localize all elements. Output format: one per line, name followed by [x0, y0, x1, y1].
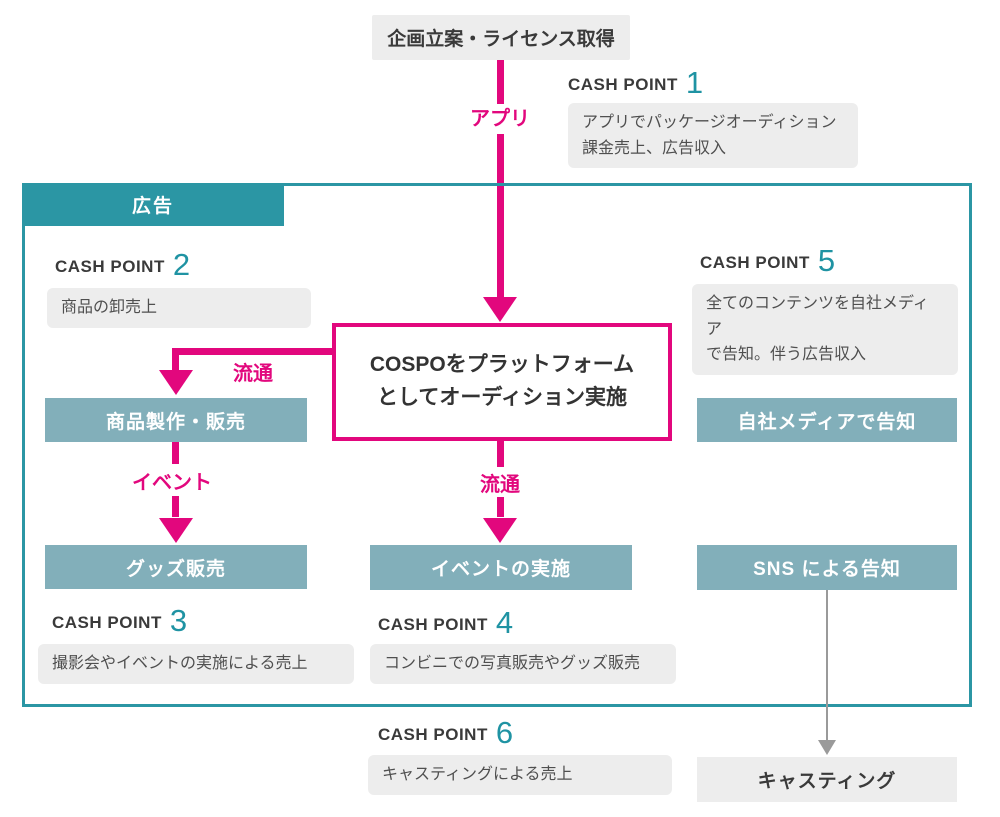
- cash-point-label: CASH POINT: [568, 75, 678, 95]
- cash-point-5-heading: CASH POINT 5: [700, 243, 836, 278]
- distribution-label-center: 流通: [480, 474, 520, 496]
- event-execution-box: イベントの実施: [370, 545, 632, 590]
- distribution-label-left: 流通: [233, 363, 273, 385]
- flow-line-center-upper: [497, 441, 504, 467]
- cash-point-1-desc: アプリでパッケージオーディション 課金売上、広告収入: [568, 103, 858, 169]
- cash-point-number: 1: [685, 65, 704, 100]
- cash-point-2-desc: 商品の卸売上: [47, 288, 311, 328]
- platform-box: COSPOをプラットフォーム としてオーディション実施: [332, 323, 672, 441]
- arrow-down-icon: [483, 297, 517, 322]
- arrow-down-icon: [483, 518, 517, 543]
- flow-line-left-horizontal: [172, 348, 332, 355]
- cash-point-6-heading: CASH POINT 6: [378, 715, 514, 750]
- cash-point-number: 6: [495, 715, 514, 750]
- cash-point-label: CASH POINT: [378, 615, 488, 635]
- cash-point-5-desc: 全てのコンテンツを自社メディア で告知。伴う広告収入: [692, 284, 958, 375]
- goods-sales-box: グッズ販売: [45, 545, 307, 589]
- product-production-box: 商品製作・販売: [45, 398, 307, 442]
- cash-point-4-desc: コンビニでの写真販売やグッズ販売: [370, 644, 676, 684]
- cash-point-6-desc: キャスティングによる売上: [368, 755, 672, 795]
- cash-point-1-heading: CASH POINT 1: [568, 65, 704, 100]
- cash-point-label: CASH POINT: [55, 257, 165, 277]
- cash-point-label: CASH POINT: [700, 253, 810, 273]
- arrow-down-icon: [818, 740, 836, 755]
- flow-line-event-upper: [172, 442, 179, 464]
- cash-point-number: 5: [817, 243, 836, 278]
- own-media-box: 自社メディアで告知: [697, 398, 957, 442]
- arrow-down-icon: [159, 518, 193, 543]
- cash-point-number: 4: [495, 605, 514, 640]
- ad-scope-container: [22, 183, 972, 707]
- cash-point-number: 2: [172, 247, 191, 282]
- flow-line-top-upper: [497, 60, 504, 104]
- cash-point-number: 3: [169, 603, 188, 638]
- cash-point-2-heading: CASH POINT 2: [55, 247, 191, 282]
- cash-point-4-heading: CASH POINT 4: [378, 605, 514, 640]
- cash-point-label: CASH POINT: [52, 613, 162, 633]
- casting-box: キャスティング: [697, 757, 957, 802]
- cash-point-3-heading: CASH POINT 3: [52, 603, 188, 638]
- plan-license-box: 企画立案・ライセンス取得: [372, 15, 630, 60]
- cash-point-3-desc: 撮影会やイベントの実施による売上: [38, 644, 354, 684]
- flow-line-top-lower: [497, 134, 504, 297]
- ad-tab: 広告: [22, 183, 284, 226]
- flow-line-event-lower: [172, 496, 179, 517]
- flow-line-center-lower: [497, 497, 504, 517]
- sns-box: SNS による告知: [697, 545, 957, 590]
- app-arrow-label: アプリ: [470, 108, 530, 130]
- casting-flow-line: [826, 590, 828, 741]
- cash-point-label: CASH POINT: [378, 725, 488, 745]
- flow-line-left-vertical: [172, 348, 179, 372]
- arrow-down-icon: [159, 370, 193, 395]
- event-arrow-label: イベント: [132, 472, 212, 494]
